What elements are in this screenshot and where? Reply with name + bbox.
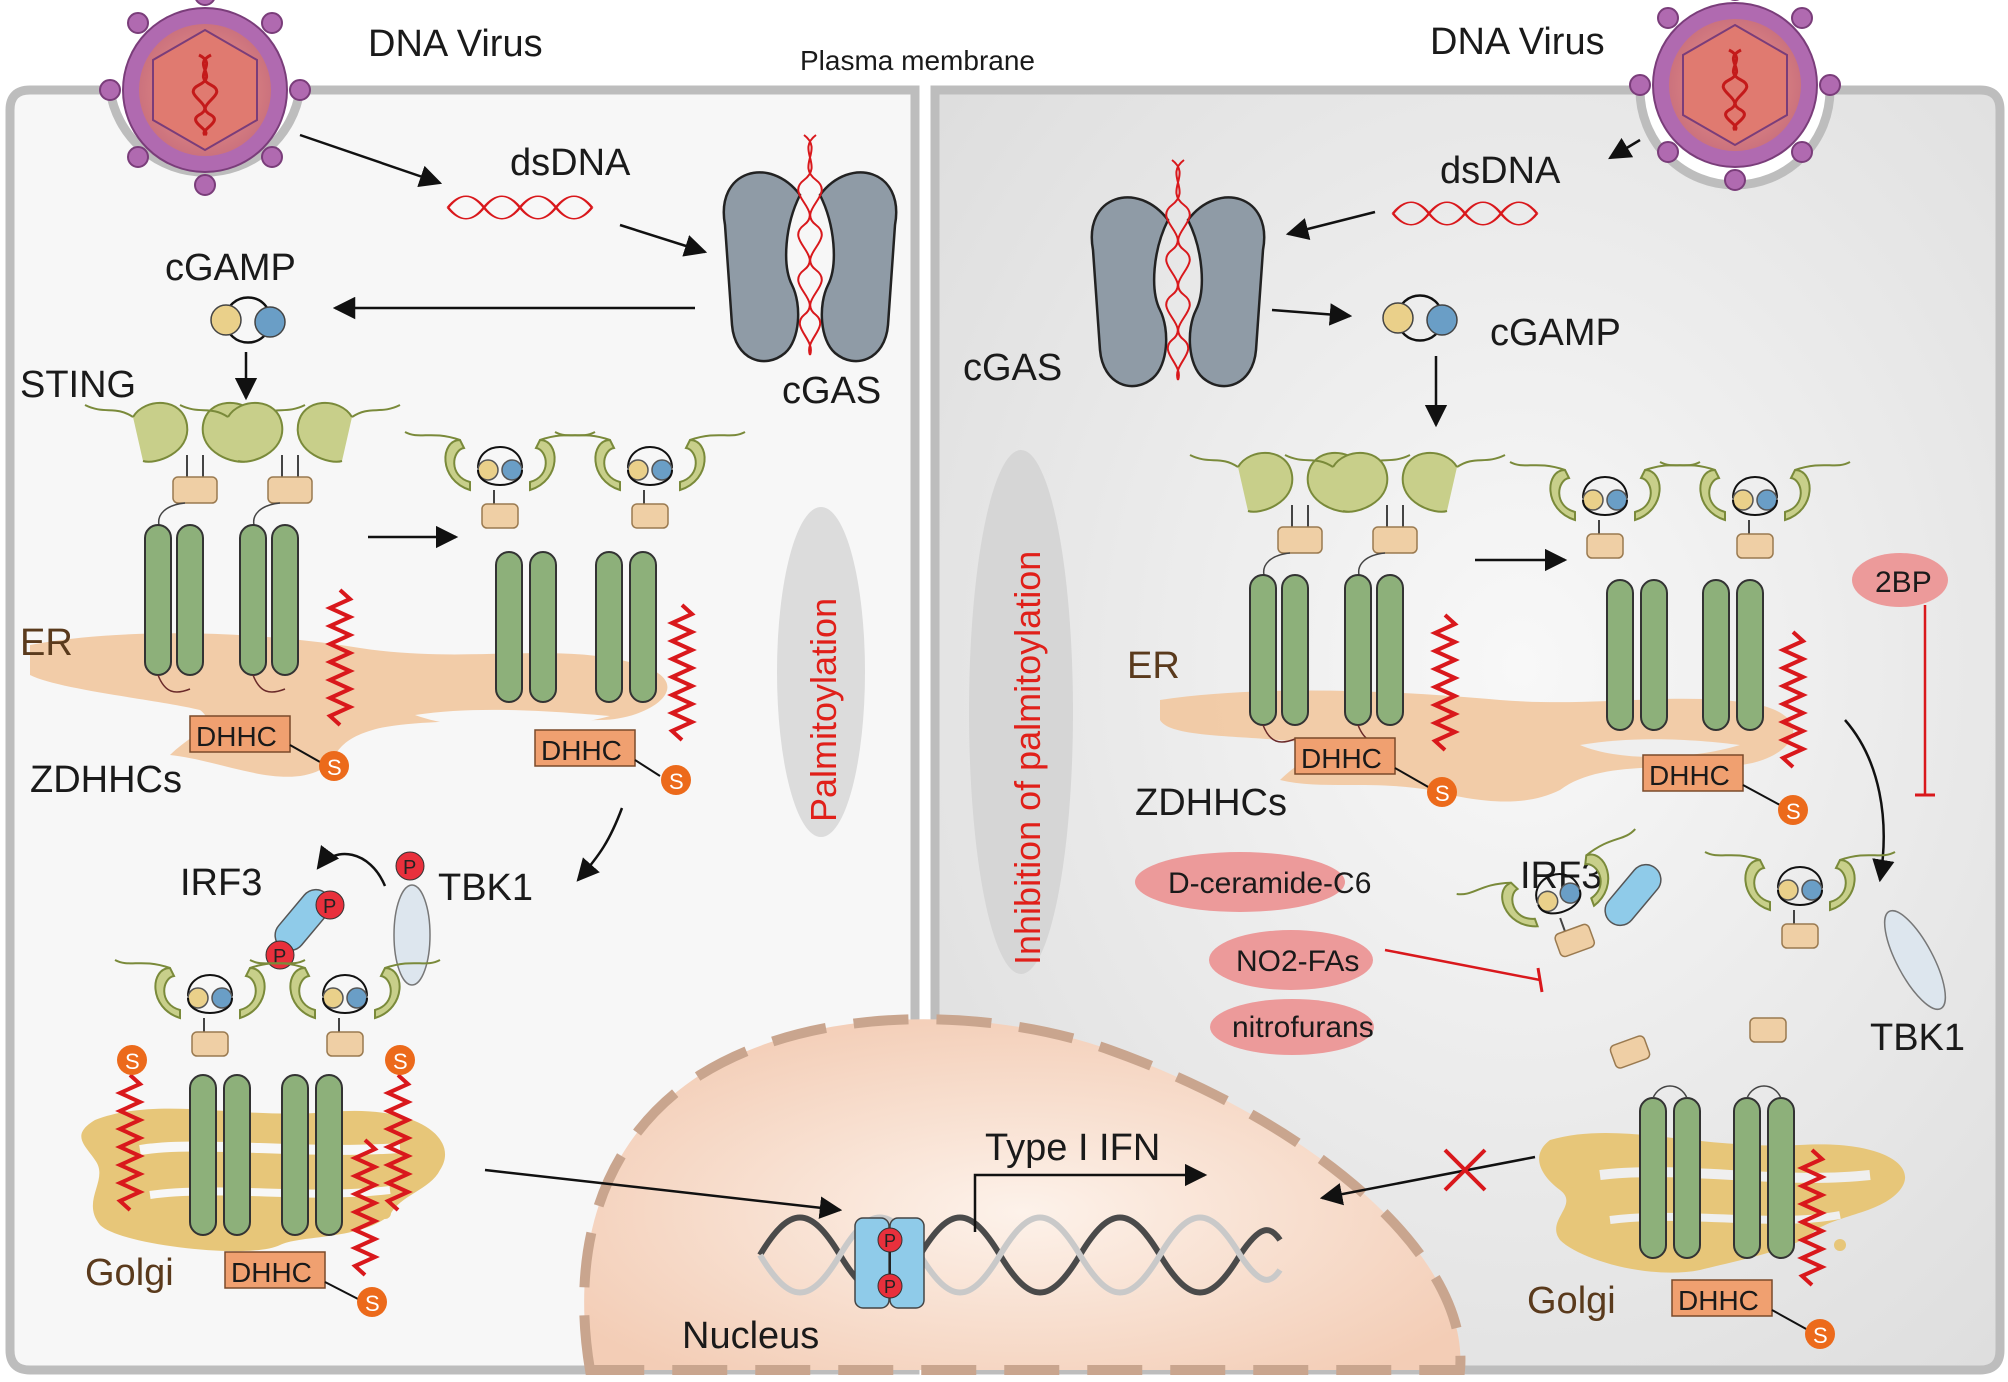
arrow-type-i-ifn — [973, 1163, 1208, 1232]
nucleus — [579, 1014, 1466, 1375]
dna-virus-left — [98, 0, 312, 197]
dsdna-label-left: dsDNA — [510, 142, 631, 184]
inhibitor-ceramide — [1135, 852, 1345, 912]
nucleus-label: Nucleus — [682, 1315, 819, 1357]
palmitoylation-label: Palmitoylation — [803, 598, 844, 822]
s-badge-text-golgi-3: S — [365, 1291, 380, 1316]
arrow-er-to-golgi-right — [1844, 719, 1895, 883]
p-badge-text-left-1: P — [323, 896, 336, 918]
sting-label: STING — [20, 364, 136, 406]
tbk1-right — [1883, 909, 1947, 1011]
s-badge-text-left-1: S — [327, 755, 342, 780]
arrow-cgas-to-cgamp-right — [1271, 303, 1353, 326]
cgas-label-right: cGAS — [963, 347, 1062, 389]
dhhc-box-right-2 — [1642, 754, 1744, 792]
arrow-golgi-to-nucleus-right — [1319, 1155, 1536, 1206]
s-badge-text-golgi-1: S — [125, 1049, 140, 1074]
p-badge-left-2 — [265, 940, 295, 970]
s-badge-text-right-2: S — [1786, 799, 1801, 824]
dhhc-box-right-1 — [1294, 737, 1396, 775]
inhibitor-nitrofurans — [1210, 999, 1374, 1055]
inhibition-oval — [969, 450, 1073, 974]
tbk1-left — [393, 884, 431, 986]
arrow-golgi-to-nucleus-left — [484, 1168, 843, 1219]
nuclear-dna — [757, 1214, 1283, 1296]
block-cross — [1443, 1148, 1487, 1192]
inhibitor-2bp-label: 2BP — [1875, 566, 1932, 599]
p-badge-left-1 — [315, 890, 345, 920]
dhhc-box-golgi-left — [224, 1251, 326, 1289]
tbk1-label-right: TBK1 — [1870, 1017, 1965, 1059]
p-badge-text-left-3: P — [403, 857, 416, 879]
arrow-dsdna-to-cgas-left — [619, 223, 708, 257]
p-badge-left-3 — [395, 851, 425, 881]
dhhc-box-left-1 — [189, 715, 291, 753]
arrow-er-to-golgi-left — [576, 807, 624, 882]
irf3-label-left: IRF3 — [180, 862, 262, 904]
zdhhcs-label-right: ZDHHCs — [1135, 782, 1287, 824]
tbk1-label-left: TBK1 — [438, 867, 533, 909]
inhibitor-nitrofurans-label: nitrofurans — [1232, 1011, 1374, 1044]
inhibitor-no2 — [1209, 930, 1373, 990]
s-badge-text-right-1: S — [1435, 781, 1450, 806]
s-badge-golgi-1 — [117, 1045, 147, 1075]
p-badge-text-nucleus-1: P — [884, 1231, 896, 1251]
dhhc-box-golgi-right — [1671, 1279, 1773, 1317]
s-badge-right-2 — [1778, 795, 1808, 825]
inhibitor-no2-label: NO2-FAs — [1236, 945, 1359, 978]
arrow-tbk1-to-irf3 — [316, 845, 387, 887]
arrow-dsdna-to-cgas-right — [1285, 210, 1376, 240]
s-badge-text-golgi-right: S — [1813, 1323, 1828, 1348]
dhhc-label-golgi-left: DHHC — [231, 1257, 312, 1288]
palmitoylation-oval — [777, 507, 865, 837]
plasma-membrane-label: Plasma membrane — [800, 45, 1035, 76]
dna-virus-label-left: DNA Virus — [368, 23, 543, 65]
dhhc-label-left-2: DHHC — [541, 735, 622, 766]
inhibition-label: Inhibition of palmitoylation — [1007, 551, 1048, 965]
cgamp-label-left: cGAMP — [165, 247, 296, 289]
inhibition-no2-to-sting — [1384, 948, 1541, 982]
arrow-virus-to-dsdna-right — [1608, 137, 1641, 160]
s-badge-golgi-right — [1805, 1319, 1835, 1349]
p-badge-text-nucleus-2: P — [884, 1277, 896, 1297]
dsdna-label-right: dsDNA — [1440, 150, 1561, 192]
dhhc-label-right-2: DHHC — [1649, 760, 1730, 791]
inhibitor-2bp — [1852, 553, 1948, 607]
golgi-label-left: Golgi — [85, 1252, 174, 1294]
s-badge-left-2 — [661, 765, 691, 795]
er-label-left: ER — [20, 622, 73, 664]
type-i-ifn-label: Type I IFN — [985, 1127, 1160, 1169]
dhhc-box-left-2 — [534, 729, 636, 767]
s-badge-left-1 — [319, 751, 349, 781]
cgas-label-left: cGAS — [782, 370, 881, 412]
cgamp-label-right: cGAMP — [1490, 312, 1621, 354]
s-badge-golgi-2 — [385, 1045, 415, 1075]
s-badge-text-golgi-2: S — [393, 1049, 408, 1074]
irf3-right — [1604, 863, 1662, 927]
dhhc-label-golgi-right: DHHC — [1678, 1285, 1759, 1316]
s-badge-right-1 — [1427, 777, 1457, 807]
s-badge-golgi-3 — [357, 1287, 387, 1317]
dna-virus-label-right: DNA Virus — [1430, 21, 1605, 63]
arrow-virus-to-dsdna-left — [299, 133, 443, 188]
s-badge-text-left-2: S — [669, 769, 684, 794]
inhibitor-ceramide-label: D-ceramide-C6 — [1168, 867, 1371, 900]
p-badge-text-left-2: P — [273, 946, 286, 968]
zdhhcs-label-left: ZDHHCs — [30, 759, 182, 801]
dhhc-label-left-1: DHHC — [196, 721, 277, 752]
dhhc-label-right-1: DHHC — [1301, 743, 1382, 774]
golgi-label-right: Golgi — [1527, 1280, 1616, 1322]
er-label-right: ER — [1127, 645, 1180, 687]
